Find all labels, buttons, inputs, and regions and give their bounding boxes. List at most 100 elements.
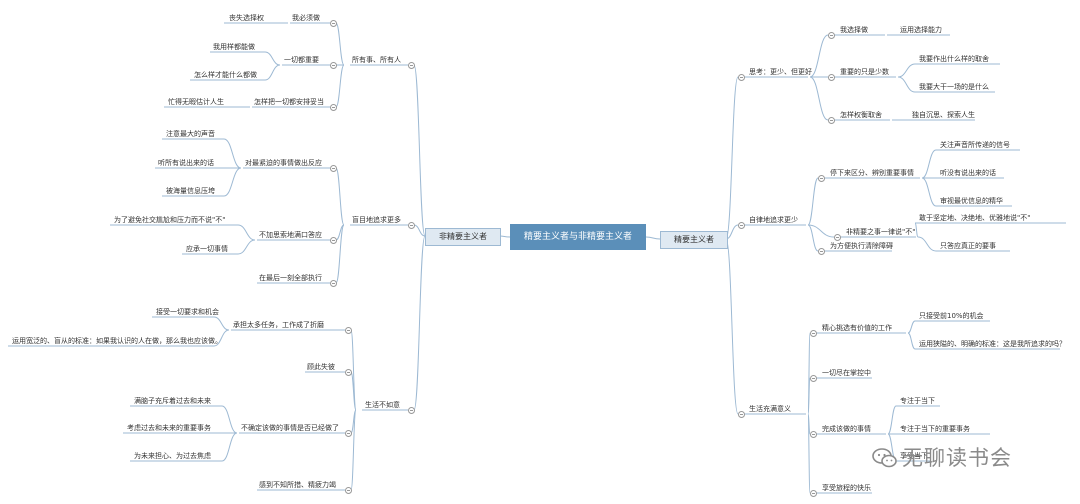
leaf-top-ten[interactable]: 只接受前10%的机会: [919, 312, 984, 320]
collapse-toggle-left-1[interactable]: [407, 221, 415, 229]
item-distinguish[interactable]: 停下来区分、辨别重要事情: [830, 169, 914, 177]
leaf-loudest-voice[interactable]: 注意最大的声音: [166, 130, 215, 138]
item-remove-obstacles[interactable]: 为方便执行清除障碍: [830, 242, 893, 250]
leaf-enjoy-present[interactable]: 享受当下: [900, 452, 928, 460]
connector-line: [237, 224, 256, 241]
collapse-toggle-right-2-2[interactable]: [809, 430, 817, 438]
leaf-present-important[interactable]: 专注于当下的重要事务: [900, 425, 970, 433]
connector-line: [809, 76, 829, 121]
connector-line: [725, 76, 739, 240]
group-pursue-more[interactable]: 盲目地追求更多: [352, 216, 401, 224]
item-say-yes[interactable]: 不加思索地满口答应: [259, 231, 322, 239]
item-select-work[interactable]: 精心挑选有价值的工作: [822, 324, 892, 332]
group-less-but-better[interactable]: 思考：更少、但更好: [749, 68, 812, 76]
item-enjoy-journey[interactable]: 享受旅程的快乐: [822, 484, 871, 492]
group-life-unfulfilled[interactable]: 生活不如意: [365, 401, 400, 409]
connector-line: [335, 224, 345, 284]
item-exhausted[interactable]: 感到不知所措、精疲力竭: [259, 481, 336, 489]
item-last-minute[interactable]: 在最后一刻全部执行: [259, 274, 322, 282]
item-choose-to[interactable]: 我选择做: [840, 26, 868, 34]
leaf-explore-life[interactable]: 独自沉思、探索人生: [912, 111, 975, 119]
collapse-toggle-right-0-1[interactable]: [827, 73, 835, 81]
connector-line: [350, 329, 357, 411]
group-all-things[interactable]: 所有事、所有人: [352, 56, 401, 64]
leaf-use-choice[interactable]: 运用选择能力: [900, 26, 942, 34]
leaf-present[interactable]: 专注于当下: [900, 397, 935, 405]
item-say-no[interactable]: 非精要之事一律说"不": [846, 228, 916, 236]
collapse-toggle-left-0-1[interactable]: [329, 61, 337, 69]
group-meaningful-life[interactable]: 生活充满意义: [749, 405, 791, 413]
item-must-do[interactable]: 我必须做: [292, 14, 320, 22]
leaf-lose-choice[interactable]: 丧失选择权: [229, 14, 264, 22]
item-overloaded[interactable]: 承担太多任务，工作成了折磨: [233, 321, 324, 329]
leaf-only-essential[interactable]: 只答应真正的要事: [940, 242, 996, 250]
connector-line: [223, 167, 242, 197]
collapse-toggle-left-2-0[interactable]: [344, 326, 352, 334]
collapse-toggle-right-2-1[interactable]: [809, 374, 817, 382]
collapse-toggle-left-2[interactable]: [407, 406, 415, 414]
connector-line: [350, 371, 357, 411]
collapse-toggle-left-0-2[interactable]: [329, 103, 337, 111]
leaf-worry-anxiety[interactable]: 为未来担心、为过去焦虑: [134, 452, 211, 460]
leaf-past-future-mind[interactable]: 满脑子充斥着过去和未来: [134, 397, 211, 405]
leaf-past-future-tasks[interactable]: 考虑过去和未来的重要事务: [127, 424, 211, 432]
collapse-toggle-right-2-3[interactable]: [809, 489, 817, 497]
leaf-overwhelmed-info[interactable]: 被海量信息压垮: [166, 187, 215, 195]
leaf-narrow-criteria[interactable]: 运用狭隘的、明确的标准：这是我所追求的吗？: [919, 340, 1066, 348]
connector-line: [413, 235, 426, 411]
connector-line: [897, 63, 916, 78]
collapse-toggle-right-0-2[interactable]: [827, 116, 835, 124]
collapse-toggle-right-0-0[interactable]: [827, 31, 835, 39]
collapse-toggle-left-1-2[interactable]: [329, 279, 337, 287]
collapse-toggle-left-2-1[interactable]: [344, 368, 352, 376]
leaf-avoid-awkward[interactable]: 为了避免社交尴尬和压力而不说"不": [114, 216, 226, 224]
collapse-toggle-right-0[interactable]: [737, 73, 745, 81]
leaf-unsaid[interactable]: 听没有说出来的话: [940, 169, 996, 177]
collapse-toggle-right-1-1[interactable]: [833, 233, 841, 241]
item-tradeoff[interactable]: 怎样权衡取舍: [840, 111, 882, 119]
leaf-signal[interactable]: 关注声音所传递的信号: [940, 141, 1010, 149]
collapse-toggle-right-2[interactable]: [737, 410, 745, 418]
connector-line: [413, 224, 426, 237]
leaf-accept-all[interactable]: 应承一切事情: [186, 245, 228, 253]
leaf-hear-all[interactable]: 听所有说出来的话: [158, 159, 214, 167]
collapse-toggle-left-0[interactable]: [407, 61, 415, 69]
item-react-urgent[interactable]: 对最紧迫的事情做出反应: [245, 159, 322, 167]
branch-non-essentialist[interactable]: 非精要主义者: [425, 228, 501, 246]
connector-line: [807, 224, 819, 252]
branch-essentialist[interactable]: 精要主义者: [660, 231, 728, 249]
leaf-what-big[interactable]: 我要大干一场的是什么: [919, 83, 989, 91]
collapse-toggle-left-2-2[interactable]: [344, 429, 352, 437]
collapse-toggle-left-0-0[interactable]: [329, 19, 337, 27]
leaf-what-tradeoff[interactable]: 我要作出什么样的取舍: [919, 55, 989, 63]
item-lose-track[interactable]: 顾此失彼: [307, 363, 335, 371]
group-pursue-less[interactable]: 自律地追求更少: [749, 216, 798, 224]
collapse-toggle-right-1[interactable]: [737, 221, 745, 229]
connector-line: [350, 409, 357, 491]
item-get-done[interactable]: 完成该做的事情: [822, 425, 871, 433]
connector-line: [237, 239, 256, 255]
leaf-broad-criteria[interactable]: 运用宽泛的、盲从的标准：如果我认识的人在做，那么我也应该做。: [12, 337, 222, 345]
leaf-accept-requests[interactable]: 接受一切要求和机会: [156, 308, 219, 316]
leaf-essence[interactable]: 审视最优信息的精华: [940, 197, 1003, 205]
item-unsure-done[interactable]: 不确定该做的事情是否已经做了: [241, 424, 339, 432]
item-arrange-everything[interactable]: 怎样把一切都安排妥当: [254, 98, 324, 106]
leaf-can-do-all[interactable]: 我用样都能做: [213, 43, 255, 51]
collapse-toggle-left-2-3[interactable]: [344, 486, 352, 494]
root-node[interactable]: 精要主义者与非精要主义者: [510, 224, 646, 250]
collapse-toggle-right-1-2[interactable]: [817, 247, 825, 255]
item-few-matter[interactable]: 重要的只是少数: [840, 68, 889, 76]
leaf-dare-no[interactable]: 敢于坚定地、决绝地、优雅地说"不": [919, 214, 1031, 222]
leaf-how-do-all[interactable]: 怎么样才能什么都做: [194, 71, 257, 79]
connector-line: [221, 405, 238, 434]
item-in-control[interactable]: 一切尽在掌控中: [822, 369, 871, 377]
collapse-toggle-left-1-0[interactable]: [329, 164, 337, 172]
collapse-toggle-left-1-1[interactable]: [329, 236, 337, 244]
connector-line: [887, 405, 897, 435]
collapse-toggle-right-2-0[interactable]: [809, 329, 817, 337]
leaf-too-busy[interactable]: 忙得无暇估计人生: [168, 98, 224, 106]
connector-line: [335, 224, 345, 241]
collapse-toggle-right-1-0[interactable]: [817, 174, 825, 182]
item-everything-important[interactable]: 一切都重要: [284, 56, 319, 64]
